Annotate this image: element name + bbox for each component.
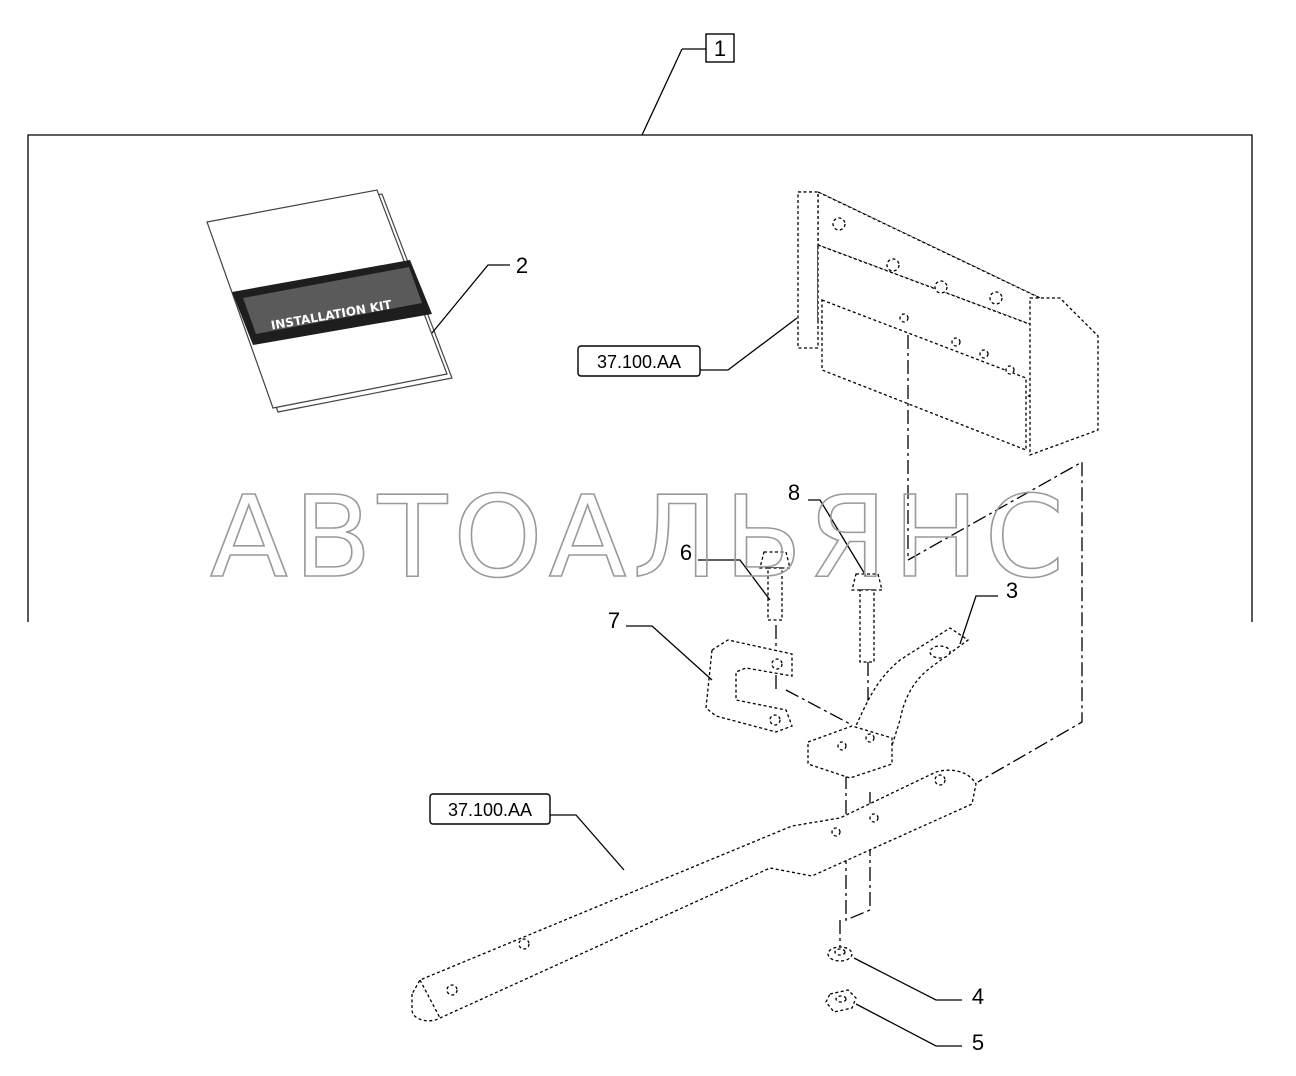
- bolt-8: [851, 573, 883, 663]
- watermark: АВТОАЛЬЯНС: [210, 473, 1070, 603]
- installation-kit-booklet: INSTALLATION KIT: [206, 189, 453, 413]
- ref-upper-frame: 37.100.AA: [597, 352, 681, 372]
- ref-lower-drawbar: 37.100.AA: [448, 800, 532, 820]
- callout-8: 8: [788, 480, 800, 505]
- bracket-3: [807, 627, 970, 779]
- callout-3: 3: [1006, 578, 1018, 603]
- callout-7: 7: [608, 608, 620, 633]
- callout-4: 4: [972, 984, 984, 1009]
- clip-7: [705, 639, 793, 733]
- ref-box-upper: [577, 345, 701, 377]
- callout-5: 5: [972, 1030, 984, 1055]
- callout-1-box: [705, 33, 735, 63]
- group-bracket: 1: [27, 33, 1253, 622]
- drawbar: [411, 769, 977, 1022]
- ref-box-lower: [429, 793, 551, 825]
- washer-4: [827, 946, 853, 962]
- callout-2: 2: [516, 253, 528, 278]
- callout-6: 6: [680, 540, 692, 565]
- callout-1: 1: [714, 36, 726, 61]
- nut-5: [825, 989, 857, 1013]
- upper-frame: [797, 190, 1099, 456]
- bolt-6: [759, 551, 791, 621]
